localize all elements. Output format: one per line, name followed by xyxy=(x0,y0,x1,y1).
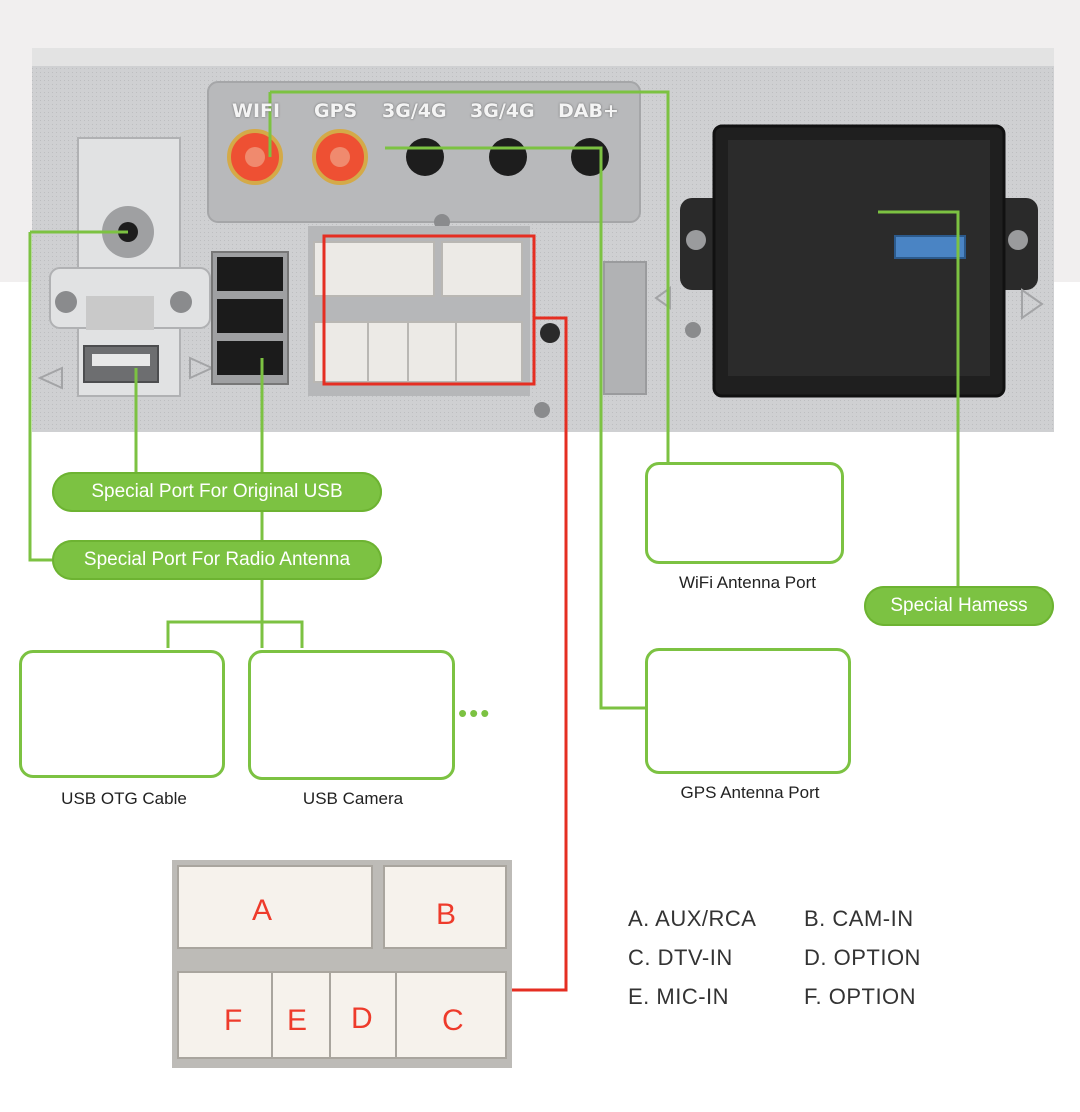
3g4g-port-1 xyxy=(406,138,444,176)
callout-original-usb: Special Port For Original USB xyxy=(52,472,382,512)
wifi-antenna-card xyxy=(645,462,844,564)
connector-letter-f: F xyxy=(224,1004,243,1037)
legend-e: E. MIC-IN xyxy=(628,984,730,1009)
connector-photo xyxy=(172,860,512,1068)
connector-letter-b: B xyxy=(436,898,457,931)
legend-d: D. OPTION xyxy=(804,945,921,970)
antenna-label-gps: GPS xyxy=(314,100,358,122)
connector-highlight-box xyxy=(322,234,536,386)
caption-wifi-antenna: WiFi Antenna Port xyxy=(678,573,816,592)
callout-special-harness: Special Hamess xyxy=(864,586,1054,626)
antenna-label-3g4g-1: 3G/4G xyxy=(382,100,447,122)
connector-top-left xyxy=(313,241,435,297)
antenna-label-wifi: WIFI xyxy=(232,100,281,122)
callout-lines xyxy=(28,90,960,710)
legend-b: B. CAM-IN xyxy=(804,906,914,931)
gps-antenna-card xyxy=(645,648,851,774)
legend-a: A. AUX/RCA xyxy=(628,906,757,931)
connector-letter-e: E xyxy=(287,1004,308,1037)
legend-f: F. OPTION xyxy=(804,984,917,1009)
antenna-label-dab: DAB+ xyxy=(558,100,619,122)
connector-letter-d: D xyxy=(351,1002,373,1035)
caption-usb-otg: USB OTG Cable xyxy=(61,789,187,808)
connector-lead-line xyxy=(512,316,568,992)
iso-harness-connector xyxy=(654,124,1044,398)
caption-usb-camera: USB Camera xyxy=(302,789,404,808)
connector-top-right xyxy=(441,241,523,297)
caption-gps-antenna: GPS Antenna Port xyxy=(680,783,820,802)
3g4g-port-2 xyxy=(489,138,527,176)
legend-c: C. DTV-IN xyxy=(628,945,733,970)
dab-port xyxy=(571,138,609,176)
callout-radio-antenna: Special Port For Radio Antenna xyxy=(52,540,382,580)
connector-bottom xyxy=(313,321,523,383)
connector-letter-c: C xyxy=(442,1004,464,1037)
usb-camera-card xyxy=(248,650,455,780)
more-accessories-dots: ••• xyxy=(458,698,492,728)
antenna-label-3g4g-2: 3G/4G xyxy=(470,100,535,122)
connector-letter-a: A xyxy=(252,894,273,927)
usb-stack xyxy=(211,251,289,385)
usb-otg-card xyxy=(19,650,225,778)
